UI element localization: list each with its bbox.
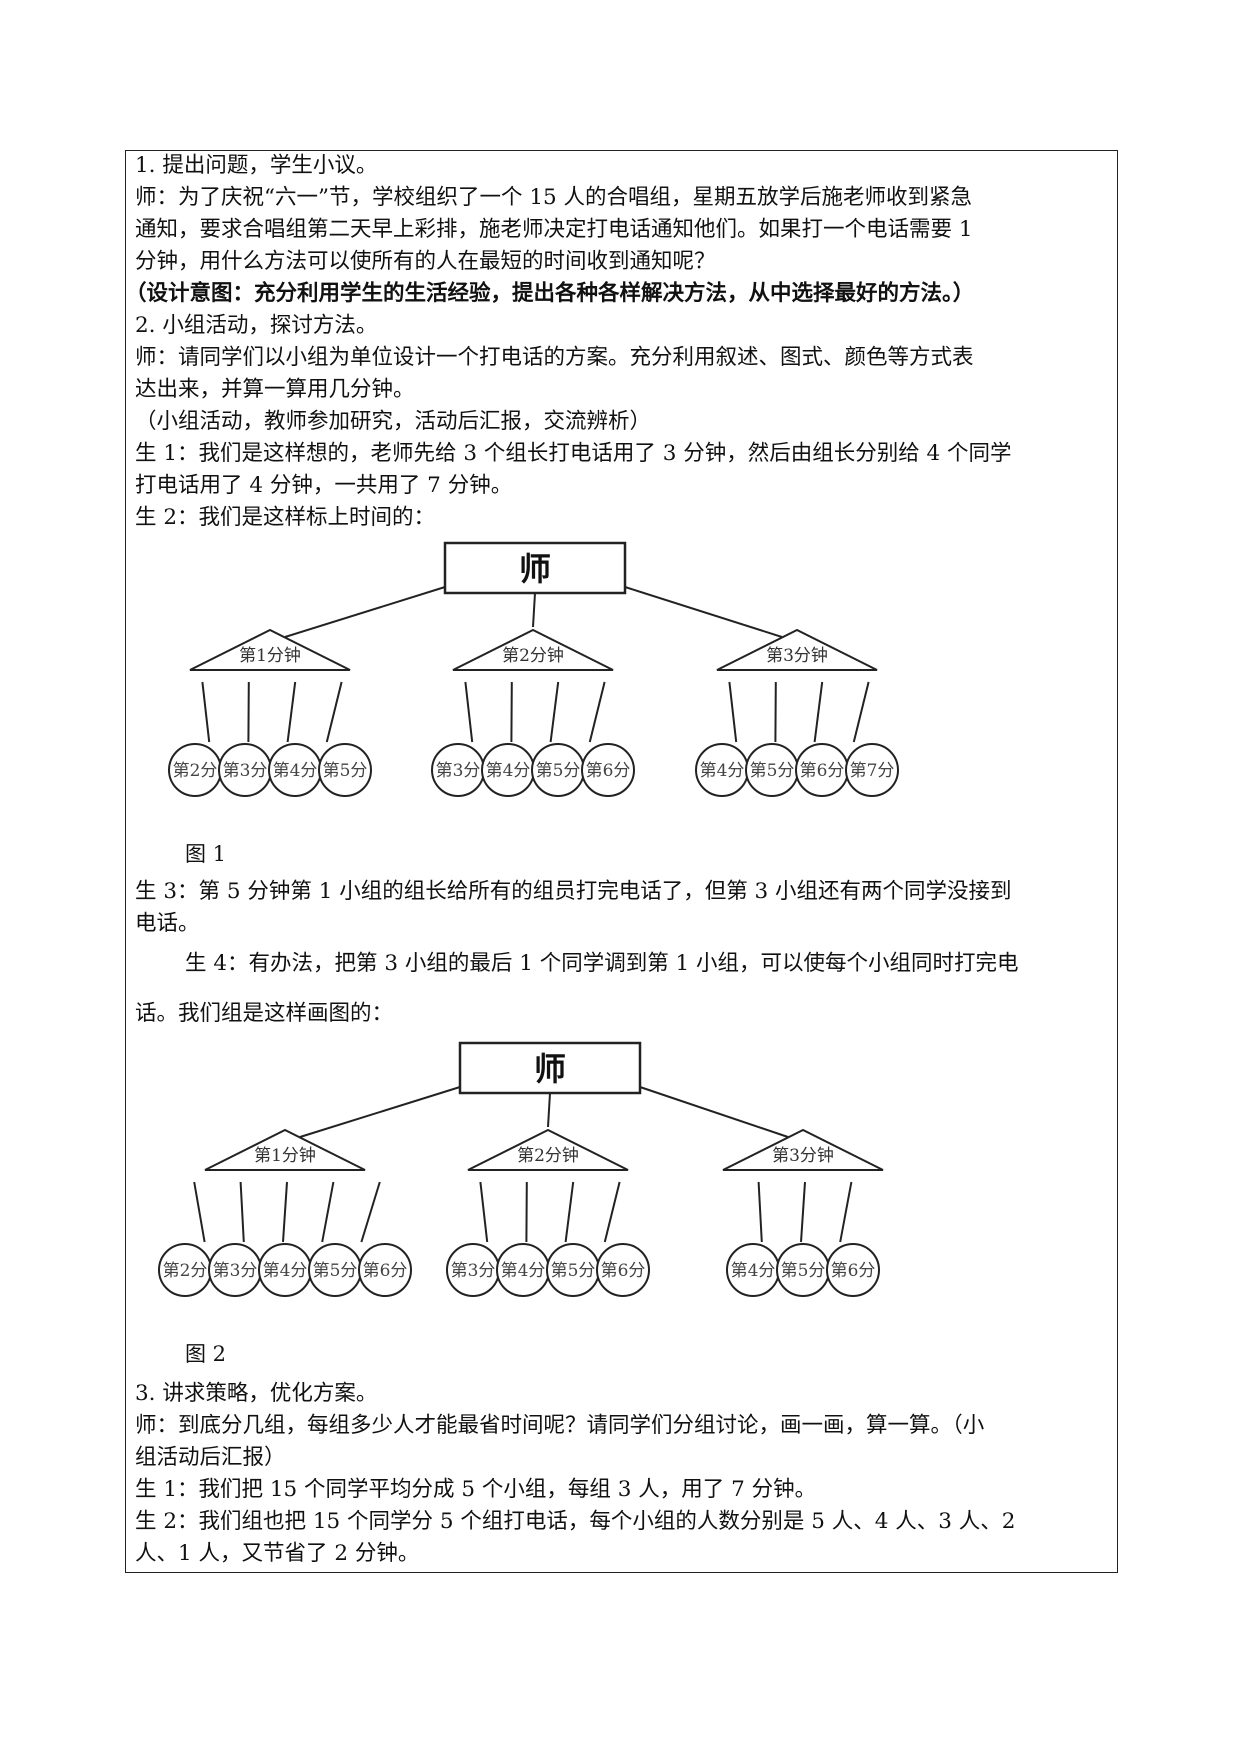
text-line: 师：为了庆祝“六一”节，学校组织了一个 15 人的合唱组，星期五放学后施老师收到… [135, 185, 973, 210]
member-connector [325, 681, 343, 743]
text-line: 生 4：有办法，把第 3 小组的最后 1 个同学调到第 1 小组，可以使每个小组… [185, 951, 1019, 976]
leader-triangle [204, 1128, 366, 1171]
leader-triangle [467, 1128, 629, 1171]
member-circle [596, 1243, 650, 1297]
text-line: 生 2：我们是这样标上时间的： [135, 505, 436, 530]
member-connector [852, 681, 870, 743]
text-line: 人、1 人，又节省了 2 分钟。 [135, 1541, 420, 1566]
member-label: 第2分 [173, 761, 218, 781]
text-line: 生 2：我们组也把 15 个同学分 5 个组打电话，每个小组的人数分别是 5 人… [135, 1509, 1016, 1534]
member-label: 第5分 [313, 1261, 358, 1281]
member-connector [286, 681, 297, 743]
member-label: 第7分 [850, 761, 895, 781]
member-label: 第2分 [163, 1261, 208, 1281]
text-line: 生 1：我们把 15 个同学平均分成 5 个小组，每组 3 人，用了 7 分钟。 [135, 1477, 817, 1502]
root-label: 师 [519, 550, 551, 588]
member-connector [603, 1181, 621, 1243]
member-connector [201, 681, 211, 743]
member-label: 第5分 [750, 761, 795, 781]
text-line: 生 1：我们是这样想的，老师先给 3 个组长打电话用了 3 分钟，然后由组长分别… [135, 441, 1012, 466]
text-line: 通知，要求合唱组第二天早上彩排，施老师决定打电话通知他们。如果打一个电话需要 1 [135, 217, 973, 242]
member-label: 第4分 [263, 1261, 308, 1281]
connector-line [299, 1086, 461, 1138]
member-label: 第5分 [551, 1261, 596, 1281]
member-label: 第4分 [273, 761, 318, 781]
member-label: 第4分 [731, 1261, 776, 1281]
member-connector [193, 1181, 206, 1243]
member-label: 第4分 [486, 761, 531, 781]
text-line: （小组活动，教师参加研究，活动后汇报，交流辨析） [135, 409, 652, 434]
member-label: 第3分 [223, 761, 268, 781]
leader-label: 第3分钟 [772, 1146, 834, 1166]
leader-label: 第1分钟 [254, 1146, 316, 1166]
member-circle [845, 743, 899, 797]
member-label: 第4分 [501, 1261, 546, 1281]
member-label: 第6分 [831, 1261, 876, 1281]
member-connector [360, 1181, 381, 1243]
text-line: 话。我们组是这样画图的： [135, 1001, 394, 1026]
text-line: 打电话用了 4 分钟，一共用了 7 分钟。 [135, 473, 513, 498]
member-label: 第3分 [451, 1261, 496, 1281]
leader-triangle [722, 1128, 884, 1171]
member-connector [757, 1181, 763, 1243]
text-line: 生 3：第 5 分钟第 1 小组的组长给所有的组员打完电话了，但第 3 小组还有… [135, 879, 1012, 904]
connector-line [624, 586, 783, 638]
member-label: 第4分 [700, 761, 745, 781]
text-line: 分钟，用什么方法可以使所有的人在最短的时间收到通知呢？ [135, 249, 716, 274]
text-line: 师：请同学们以小组为单位设计一个打电话的方案。充分利用叙述、图式、颜色等方式表 [135, 345, 974, 370]
member-circle [581, 743, 635, 797]
text-line: 电话。 [135, 911, 200, 936]
leader-triangle [716, 628, 878, 671]
member-connector [321, 1181, 335, 1243]
connector-line [547, 1092, 551, 1128]
figure-2-caption: 图 2 [185, 1342, 227, 1366]
member-circle [318, 743, 372, 797]
member-connector [800, 1181, 806, 1243]
member-label: 第6分 [601, 1261, 646, 1281]
connector-line [284, 586, 446, 638]
connector-line [639, 1086, 789, 1138]
text-line: 师：到底分几组，每组多少人才能最省时间呢？请同学们分组讨论，画一画，算一算。（小 [135, 1413, 985, 1438]
member-circle [826, 1243, 880, 1297]
text-line: 3. 讲求策略，优化方案。 [135, 1381, 378, 1406]
member-label: 第3分 [436, 761, 481, 781]
connector-line [532, 592, 536, 628]
member-label: 第5分 [323, 761, 368, 781]
member-circle [358, 1243, 412, 1297]
member-label: 第5分 [781, 1261, 826, 1281]
text-line: 2. 小组活动，探讨方法。 [135, 313, 378, 338]
member-label: 第6分 [586, 761, 631, 781]
leader-triangle [452, 628, 614, 671]
member-connector [282, 1181, 288, 1243]
figure-1-caption: 图 1 [185, 842, 227, 866]
leader-label: 第2分钟 [502, 646, 564, 666]
member-connector [728, 681, 738, 743]
leader-label: 第2分钟 [517, 1146, 579, 1166]
member-connector [839, 1181, 853, 1243]
design-intent-line: （设计意图：充分利用学生的生活经验，提出各种各样解决方法，从中选择最好的方法。） [125, 281, 975, 306]
root-box [458, 1041, 642, 1095]
text-line: 达出来，并算一算用几分钟。 [135, 377, 415, 402]
figure-2-diagram: 师第1分钟第2分第3分第4分第5分第6分第2分钟第3分第4分第5分第6分第3分钟… [158, 1041, 884, 1297]
content-table-cell [125, 150, 1118, 1573]
text-line: 组活动后汇报） [135, 1445, 286, 1470]
member-label: 第6分 [800, 761, 845, 781]
member-connector [239, 1181, 245, 1243]
figure-1-diagram: 师第1分钟第2分第3分第4分第5分第2分钟第3分第4分第5分第6分第3分钟第4分… [168, 541, 899, 797]
member-connector [549, 681, 560, 743]
member-connector [813, 681, 824, 743]
leader-triangle [189, 628, 351, 671]
member-connector [464, 681, 474, 743]
member-label: 第6分 [363, 1261, 408, 1281]
leader-label: 第3分钟 [766, 646, 828, 666]
member-connector [588, 681, 606, 743]
member-label: 第3分 [213, 1261, 258, 1281]
member-connector [564, 1181, 575, 1243]
member-connector [479, 1181, 489, 1243]
member-label: 第5分 [536, 761, 581, 781]
root-label: 师 [534, 1050, 566, 1088]
leader-label: 第1分钟 [239, 646, 301, 666]
text-line: 1. 提出问题，学生小议。 [135, 153, 378, 178]
